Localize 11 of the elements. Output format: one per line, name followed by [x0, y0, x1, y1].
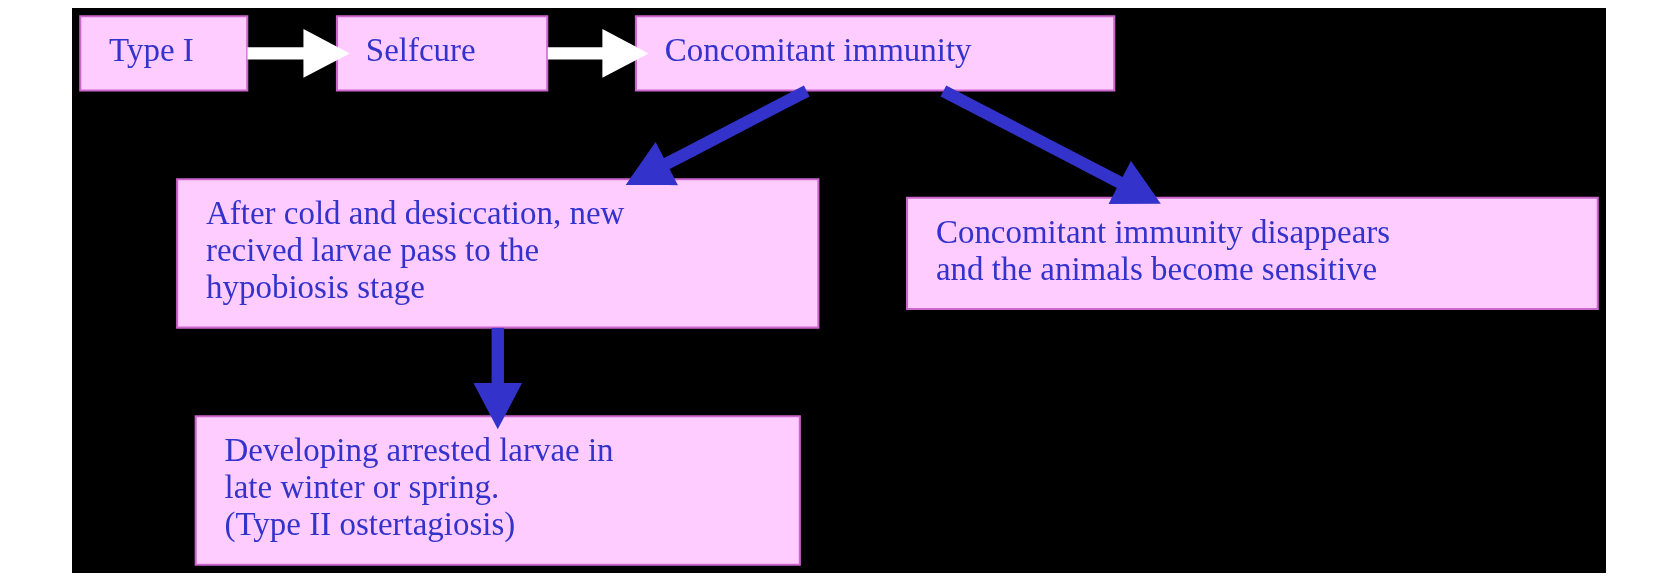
node-box: After cold and desiccation, new recived larvae pass to the hypobiosis stage	[175, 178, 819, 329]
node-box: Developing arrested larvae in late winter or spring. (Type II ostertagiosis)	[194, 415, 801, 566]
arrow	[547, 29, 649, 78]
arrow	[473, 327, 522, 430]
node-box: Type I	[78, 15, 248, 92]
node-box: Concomitant immunity	[634, 15, 1115, 92]
arrow	[940, 85, 1161, 204]
node-box: Selfcure	[335, 15, 548, 92]
node-box: Concomitant immunity disappears and the animals become sensitive	[905, 196, 1599, 311]
arrow	[247, 29, 350, 78]
arrow	[625, 85, 810, 186]
